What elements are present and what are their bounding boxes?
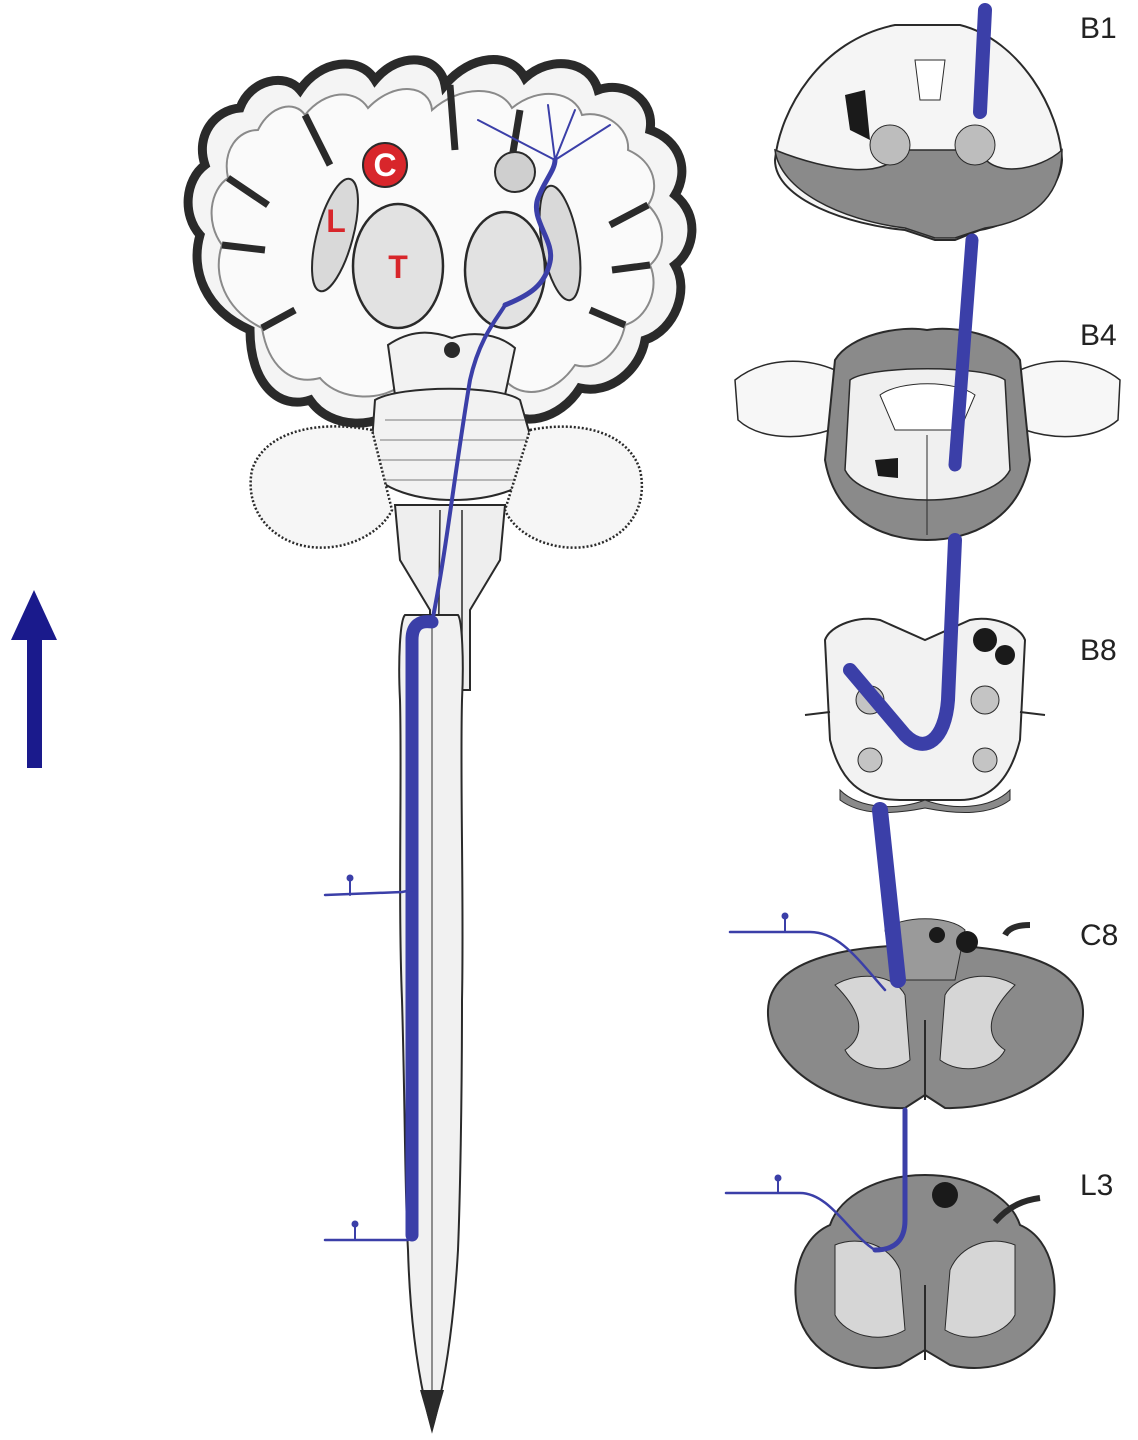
b1-ventricle	[915, 60, 945, 100]
b4-roots-right	[1020, 361, 1120, 436]
caudate-nucleus-right	[495, 152, 535, 192]
spinal-cord-tip	[420, 1390, 444, 1432]
cross-section-b8: B8	[805, 619, 1117, 813]
b8-nucleus-d	[973, 748, 997, 772]
thalamus-right	[465, 212, 545, 328]
section-label-c8: C8	[1080, 919, 1118, 952]
brain-label-t: T	[388, 249, 408, 285]
c8-black-tract-1	[929, 927, 945, 943]
cross-section-l3: L3	[795, 1169, 1113, 1368]
arrow-head	[11, 590, 57, 640]
b4-black-tract	[875, 458, 898, 478]
l3-black-tract	[932, 1182, 958, 1208]
section-label-b4: B4	[1080, 319, 1117, 352]
b1-nucleus-left	[870, 125, 910, 165]
arrow-shaft	[27, 638, 42, 768]
c8-ganglion-dot	[782, 913, 788, 919]
pathway-b1-segment	[980, 10, 985, 112]
cerebellum-right	[505, 427, 642, 548]
b4-roots-left	[735, 361, 835, 436]
cerebral-aqueduct	[444, 342, 460, 358]
section-label-b1: B1	[1080, 12, 1117, 45]
lower-ganglion-dot	[352, 1221, 358, 1227]
brain-label-l: L	[326, 203, 346, 239]
c8-black-tract-2	[956, 931, 978, 953]
arrow-up-icon	[11, 590, 57, 768]
upper-ganglion-dot	[347, 875, 353, 881]
brain-label-c: C	[373, 147, 396, 183]
b8-black-tract-1	[973, 628, 997, 652]
cross-section-c8: C8	[768, 919, 1118, 1108]
l3-ganglion-dot	[775, 1175, 781, 1181]
b1-nucleus-right	[955, 125, 995, 165]
b8-nucleus-b	[971, 686, 999, 714]
c8-dorsal-root-right	[1005, 925, 1030, 935]
coronal-brain-section: C L T	[188, 60, 692, 690]
b8-nucleus-c	[858, 748, 882, 772]
section-label-b8: B8	[1080, 634, 1117, 667]
section-label-l3: L3	[1080, 1169, 1113, 1202]
cerebellum-left	[251, 426, 392, 547]
b8-black-tract-2	[995, 645, 1015, 665]
cross-section-b4: B4	[735, 319, 1120, 540]
pathway-upper-root	[325, 890, 412, 895]
cross-section-b1: B1	[775, 12, 1117, 240]
